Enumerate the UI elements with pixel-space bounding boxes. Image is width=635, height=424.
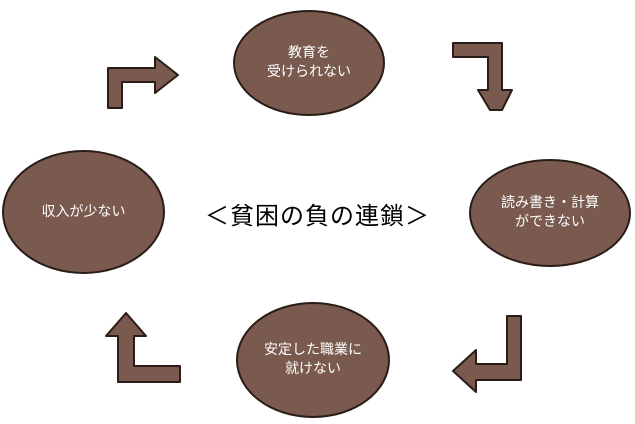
node-education-line2: 受けられない	[267, 64, 351, 80]
arrow-income-to-education	[107, 56, 179, 109]
node-job: 安定した職業に 就けない	[236, 302, 390, 418]
diagram-title: ＜貧困の負の連鎖＞	[205, 202, 430, 230]
node-literacy: 読み書き・計算 ができない	[469, 159, 631, 267]
node-job-line2: 就けない	[285, 361, 341, 377]
node-literacy-line2: ができない	[515, 214, 585, 230]
node-income: 収入が少ない	[2, 150, 165, 274]
node-education-line1: 教育を	[288, 45, 330, 62]
arrow-literacy-to-job	[452, 315, 522, 393]
node-job-line1: 安定した職業に	[264, 342, 362, 359]
node-literacy-line1: 読み書き・計算	[501, 195, 599, 212]
node-income-line1: 収入が少ない	[41, 203, 126, 220]
arrow-job-to-income	[105, 312, 181, 383]
arrow-education-to-literacy	[452, 42, 513, 111]
node-education: 教育を 受けられない	[233, 10, 385, 116]
